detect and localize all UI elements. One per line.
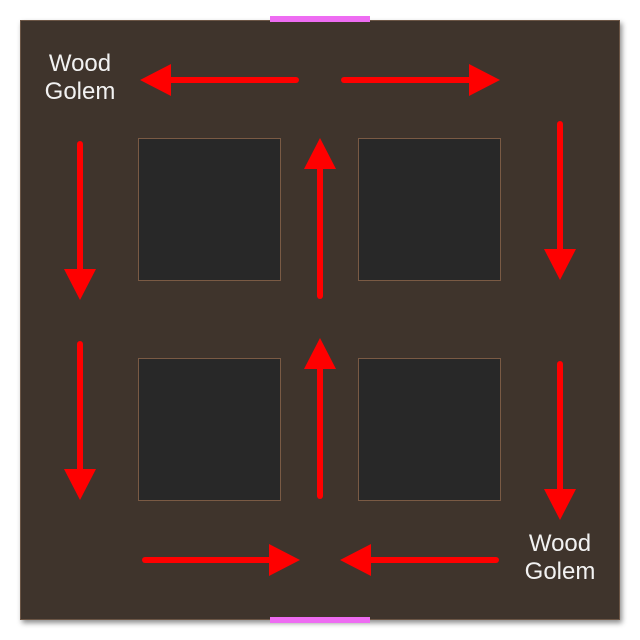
arrow-head-icon	[269, 544, 300, 576]
arrow-head-icon	[340, 544, 371, 576]
wood-golem-label-top-left: Wood Golem	[25, 50, 135, 106]
game-board	[20, 20, 620, 620]
arrow-head-icon	[304, 338, 336, 369]
arrow-bottom-left-east	[142, 544, 300, 576]
arrow-center-lower-north	[304, 338, 336, 499]
arrow-head-icon	[140, 64, 171, 96]
label-line-2: Golem	[44, 78, 116, 105]
label-line-2: Golem	[524, 558, 596, 585]
arrow-right-lower-south	[544, 361, 576, 520]
arrow-head-icon	[64, 269, 96, 300]
door-top	[270, 16, 370, 22]
obstacle-bottom-left	[138, 358, 281, 501]
obstacle-top-right	[358, 138, 501, 281]
arrow-left-lower-south	[64, 341, 96, 500]
label-line-1: Wood	[48, 50, 112, 77]
door-bottom	[270, 617, 370, 623]
arrow-head-icon	[304, 138, 336, 169]
obstacle-bottom-right	[358, 358, 501, 501]
arrow-bottom-right-west	[340, 544, 499, 576]
arrow-head-icon	[544, 489, 576, 520]
arrow-head-icon	[64, 469, 96, 500]
arrow-head-icon	[544, 249, 576, 280]
arrow-center-upper-north	[304, 138, 336, 299]
arrow-top-left-west	[140, 64, 299, 96]
arrow-right-upper-south	[544, 121, 576, 280]
arrow-head-icon	[469, 64, 500, 96]
obstacle-top-left	[138, 138, 281, 281]
arrow-left-upper-south	[64, 141, 96, 300]
label-line-1: Wood	[528, 530, 592, 557]
wood-golem-label-bottom-right: Wood Golem	[505, 530, 615, 586]
arrow-top-right-east	[341, 64, 500, 96]
